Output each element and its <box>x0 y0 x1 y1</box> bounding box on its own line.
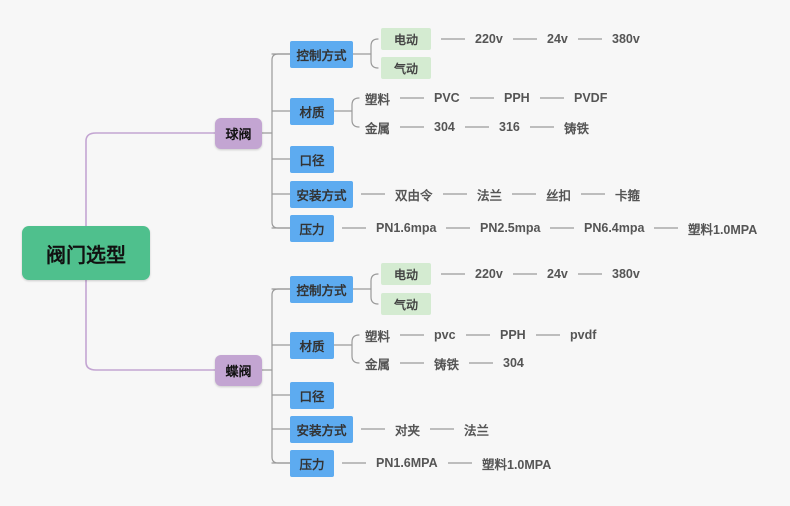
leaf-item-0-3-0-1[interactable]: 丝扣 <box>546 188 572 203</box>
leaf-item-1-1-1-0[interactable]: 铸铁 <box>434 357 460 372</box>
leaf-label-1-1-1[interactable]: 金属 <box>365 357 391 372</box>
leaf-item-0-1-0-0[interactable]: PVC <box>434 91 460 105</box>
topic-node-0-2[interactable]: 口径 <box>290 145 334 173</box>
leaf-item-0-4-0-2[interactable]: 塑料1.0MPA <box>688 222 758 237</box>
leaf-box-0-0-1[interactable]: 气动 <box>381 57 431 79</box>
leaf-label-0-4-0[interactable]: PN1.6mpa <box>376 221 437 235</box>
leaf-item-0-3-0-0[interactable]: 法兰 <box>477 188 503 203</box>
topic-node-0-0[interactable]: 控制方式 <box>290 40 353 68</box>
leaf-item-1-3-0-0[interactable]: 法兰 <box>464 423 490 438</box>
leaf-label-0-1-0[interactable]: 塑料 <box>365 92 391 107</box>
topic-node-0-3[interactable]: 安装方式 <box>290 180 353 208</box>
leaf-box-1-0-1[interactable]: 气动 <box>381 293 431 315</box>
topic-node-0-1[interactable]: 材质 <box>290 97 334 125</box>
leaf-label-0-1-1[interactable]: 金属 <box>365 121 391 136</box>
topic-node-1-4[interactable]: 压力 <box>290 449 334 477</box>
leaf-item-0-3-0-2[interactable]: 卡箍 <box>615 188 641 203</box>
leaf-item-0-0-0-1[interactable]: 24v <box>547 32 568 46</box>
branch-node-0[interactable]: 球阀 <box>215 117 262 149</box>
topic-node-1-1[interactable]: 材质 <box>290 331 334 359</box>
leaf-item-1-1-1-1[interactable]: 304 <box>503 356 524 370</box>
leaf-item-1-1-0-0[interactable]: pvc <box>434 328 456 342</box>
leaf-item-1-1-0-1[interactable]: PPH <box>500 328 526 342</box>
leaf-item-0-4-0-1[interactable]: PN6.4mpa <box>584 221 645 235</box>
leaf-item-0-0-0-2[interactable]: 380v <box>612 32 640 46</box>
root-node[interactable]: 阀门选型 <box>22 226 150 280</box>
leaf-item-0-1-1-0[interactable]: 304 <box>434 120 455 134</box>
leaf-label-1-1-0[interactable]: 塑料 <box>365 329 391 344</box>
leaf-item-1-0-0-0[interactable]: 220v <box>475 267 503 281</box>
leaf-item-0-4-0-0[interactable]: PN2.5mpa <box>480 221 541 235</box>
leaf-box-1-0-0[interactable]: 电动 <box>381 263 431 285</box>
topic-node-1-2[interactable]: 口径 <box>290 381 334 409</box>
leaf-item-1-0-0-1[interactable]: 24v <box>547 267 568 281</box>
leaf-item-1-1-0-2[interactable]: pvdf <box>570 328 597 342</box>
leaf-box-0-0-0[interactable]: 电动 <box>381 28 431 50</box>
leaf-item-0-0-0-0[interactable]: 220v <box>475 32 503 46</box>
leaf-label-1-3-0[interactable]: 对夹 <box>395 423 421 438</box>
leaf-label-0-3-0[interactable]: 双由令 <box>395 188 433 203</box>
leaf-label-1-4-0[interactable]: PN1.6MPA <box>376 456 438 470</box>
leaf-item-0-1-1-1[interactable]: 316 <box>499 120 520 134</box>
leaf-item-1-0-0-2[interactable]: 380v <box>612 267 640 281</box>
leaf-item-1-4-0-0[interactable]: 塑料1.0MPA <box>482 457 552 472</box>
topic-node-1-0[interactable]: 控制方式 <box>290 275 353 303</box>
branch-node-1[interactable]: 蝶阀 <box>215 354 262 386</box>
leaf-item-0-1-0-2[interactable]: PVDF <box>574 91 608 105</box>
topic-node-1-3[interactable]: 安装方式 <box>290 415 353 443</box>
topic-node-0-4[interactable]: 压力 <box>290 214 334 242</box>
leaf-item-0-1-0-1[interactable]: PPH <box>504 91 530 105</box>
leaf-item-0-1-1-2[interactable]: 铸铁 <box>564 121 590 136</box>
